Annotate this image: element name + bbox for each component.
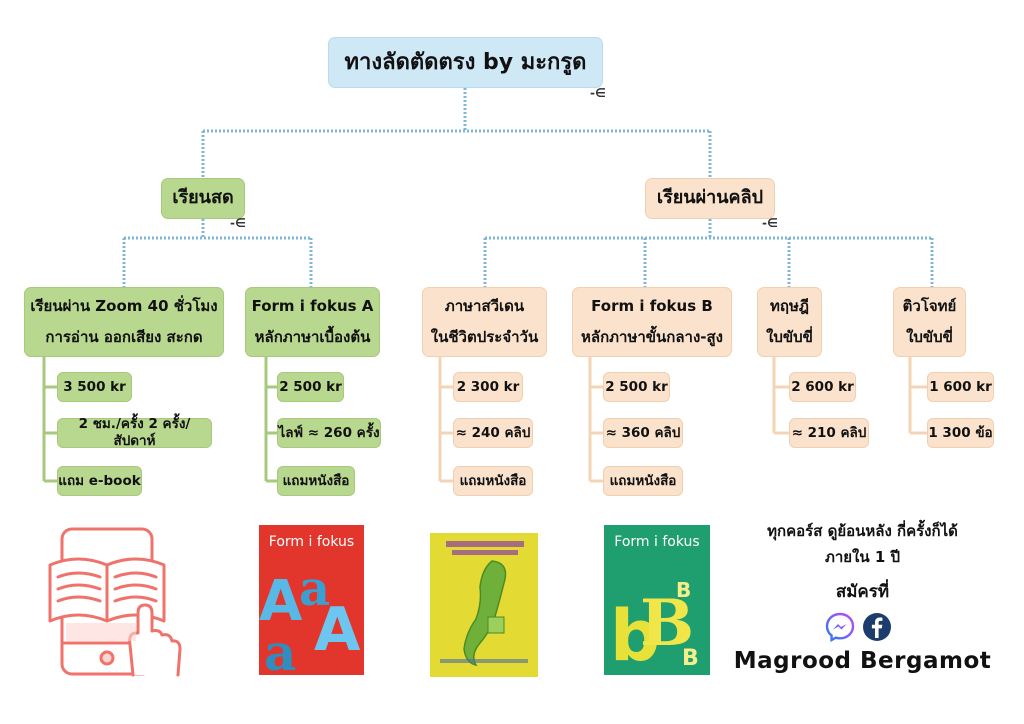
branch-live-title: เรียนสด — [172, 187, 234, 209]
branch-clips-title: เรียนผ่านคลิป — [656, 187, 764, 209]
detail-text: แถมหนังสือ — [609, 472, 677, 489]
course-line: ติวโจทย์ — [902, 297, 957, 316]
course-line: ภาษาสวีเดน — [444, 297, 525, 316]
detail-item: ≈ 360 คลิป — [603, 418, 683, 448]
detail-item: ไลฟ์ ≈ 260 ครั้ง — [277, 418, 381, 448]
detail-text: ≈ 240 คลิป — [455, 424, 531, 441]
detail-item: แถมหนังสือ — [277, 466, 355, 496]
detail-text: 2 300 kr — [456, 378, 520, 395]
course-line: ใบขับขี่ — [766, 328, 813, 346]
course-zoom: เรียนผ่าน Zoom 40 ชั่วโมง การอ่าน ออกเสี… — [24, 287, 224, 357]
collapse-marker-icon[interactable]: -∈ — [762, 216, 778, 230]
detail-text: 2 500 kr — [279, 378, 342, 395]
course-form-a: Form i fokus A หลักภาษาเบื้องต้น — [245, 287, 380, 357]
detail-text: ไลฟ์ ≈ 260 ครั้ง — [278, 424, 380, 441]
detail-text: แถม e-book — [58, 472, 141, 489]
detail-item: 2 500 kr — [603, 372, 670, 402]
svg-text:B: B — [682, 646, 699, 671]
course-form-b: Form i fokus B หลักภาษาขั้นกลาง-สูง — [572, 287, 732, 357]
detail-text: ≈ 210 คลิป — [791, 424, 867, 441]
detail-item: แถมหนังสือ — [603, 466, 683, 496]
course-line: การอ่าน ออกเสียง สะกด — [45, 328, 203, 346]
branch-live: เรียนสด — [161, 178, 245, 219]
svg-text:A: A — [314, 595, 361, 665]
detail-text: 2 500 kr — [605, 378, 668, 395]
svg-text:B: B — [676, 578, 691, 602]
collapse-marker-icon[interactable]: -∈ — [590, 86, 606, 100]
svg-text:a: a — [299, 561, 330, 617]
course-line: หลักภาษาขั้นกลาง-สูง — [580, 328, 724, 346]
root-title: ทางลัดตัดตรง by มะกรูด — [344, 49, 587, 75]
detail-text: 2 ชม./ครั้ง 2 ครั้ง/สัปดาห์ — [78, 416, 191, 449]
course-line: Form i fokus A — [251, 297, 374, 316]
tablet-reading-icon — [48, 527, 182, 677]
book-title: Form i fokus — [268, 534, 355, 550]
detail-text: 1 600 kr — [929, 378, 992, 395]
svg-text:b: b — [610, 595, 660, 675]
root-node: ทางลัดตัดตรง by มะกรูด — [328, 37, 603, 88]
book-title: Form i fokus — [614, 534, 700, 550]
course-line: หลักภาษาเบื้องต้น — [254, 328, 371, 346]
course-line: เรียนผ่าน Zoom 40 ชั่วโมง — [30, 297, 218, 316]
detail-item: 2 300 kr — [453, 372, 523, 402]
course-line: ทฤษฎี — [770, 297, 809, 316]
course-everyday-swedish: ภาษาสวีเดน ในชีวิตประจำวัน — [422, 287, 547, 357]
svg-text:B: B — [640, 586, 694, 661]
messenger-icon[interactable] — [825, 612, 855, 642]
info-line-1: ทุกคอร์ส ดูย้อนหลัง กี่ครั้งก็ได้ — [767, 522, 958, 540]
detail-item: 3 500 kr — [57, 372, 132, 402]
letter-art-icon: A a A a — [259, 561, 361, 675]
owner-name: Magrood Bergamot — [733, 648, 992, 674]
collapse-marker-icon[interactable]: -∈ — [230, 216, 246, 230]
book-cover-everyday-swedish — [430, 525, 538, 677]
detail-text: 2 600 kr — [791, 378, 854, 395]
detail-text: ≈ 360 คลิป — [605, 424, 681, 441]
detail-item: ≈ 210 คลิป — [789, 418, 869, 448]
info-line-2: ภายใน 1 ปี — [824, 548, 901, 566]
course-line: ใบขับขี่ — [906, 328, 953, 346]
detail-item: แถมหนังสือ — [453, 466, 533, 496]
svg-text:a: a — [264, 623, 296, 675]
branch-clips: เรียนผ่านคลิป — [645, 178, 775, 219]
detail-text: 1 300 ข้อ — [928, 424, 993, 441]
letter-art-icon: b B B B — [610, 578, 699, 675]
facebook-icon[interactable] — [862, 612, 892, 642]
detail-text: 3 500 kr — [63, 378, 126, 395]
course-driving-quiz: ติวโจทย์ ใบขับขี่ — [893, 287, 966, 357]
detail-item: 2 600 kr — [789, 372, 856, 402]
course-line: ในชีวิตประจำวัน — [430, 328, 539, 346]
detail-item: 2 500 kr — [277, 372, 344, 402]
book-cover-form-b: Form i fokus b B B B — [604, 525, 710, 675]
signup-label: สมัครที่ — [835, 582, 890, 602]
course-driving-theory: ทฤษฎี ใบขับขี่ — [757, 287, 822, 357]
svg-text:A: A — [259, 569, 303, 634]
course-line: Form i fokus B — [591, 297, 713, 316]
detail-item: 1 300 ข้อ — [927, 418, 994, 448]
detail-text: แถมหนังสือ — [282, 472, 350, 489]
detail-item: 1 600 kr — [927, 372, 994, 402]
detail-text: แถมหนังสือ — [459, 472, 527, 489]
detail-item: 2 ชม./ครั้ง 2 ครั้ง/สัปดาห์ — [57, 416, 212, 449]
detail-item: ≈ 240 คลิป — [453, 418, 533, 448]
book-cover-form-a: Form i fokus A a A a — [259, 525, 364, 675]
detail-item: แถม e-book — [57, 466, 142, 496]
